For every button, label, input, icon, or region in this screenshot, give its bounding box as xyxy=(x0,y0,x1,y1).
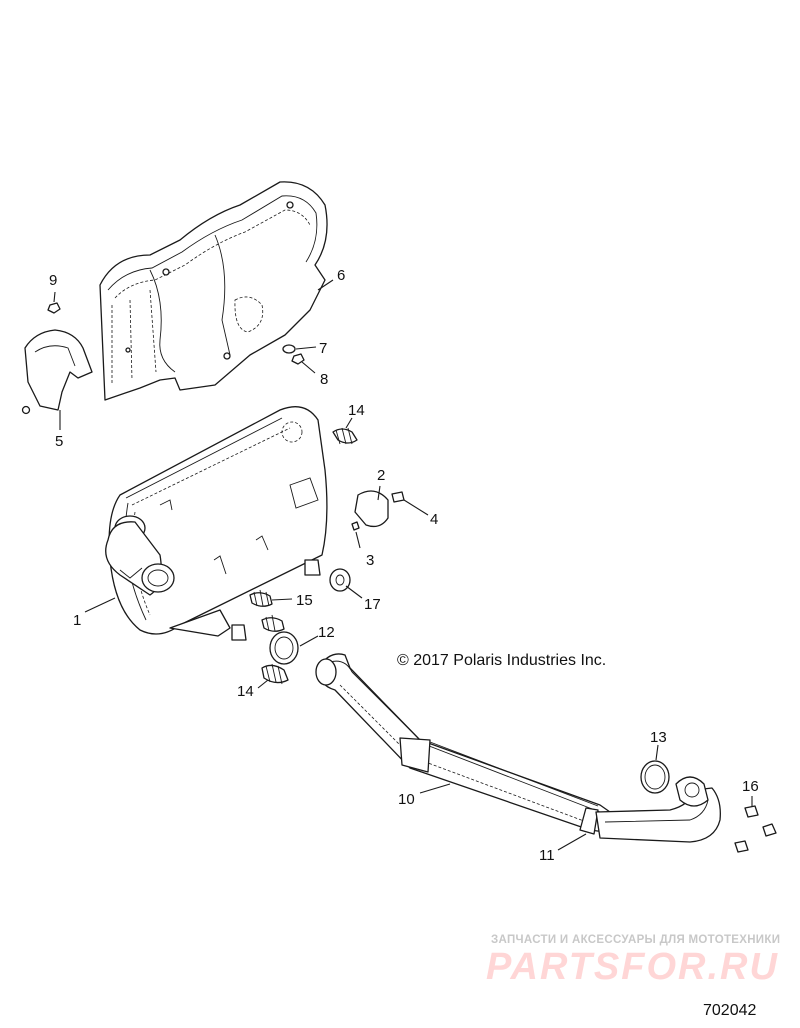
callout-11: 11 xyxy=(539,847,555,864)
end-cap-part-2 xyxy=(354,490,389,528)
head-pipe-part-10 xyxy=(315,653,611,833)
watermark-tagline: ЗАПЧАСТИ И АКСЕССУАРЫ ДЛЯ МОТОТЕХНИКИ xyxy=(491,934,781,946)
callout-15: 15 xyxy=(296,592,313,609)
nut-part-9 xyxy=(47,302,61,314)
gasket-part-12 xyxy=(269,631,299,665)
callout-3: 3 xyxy=(366,552,374,569)
callout-14-lower: 14 xyxy=(237,683,254,700)
callout-16: 16 xyxy=(742,778,759,795)
callout-5: 5 xyxy=(55,433,63,450)
callout-8: 8 xyxy=(320,371,328,388)
callout-7: 7 xyxy=(319,340,327,357)
watermark-logo: PARTSFOR.RU xyxy=(486,946,779,988)
callout-9: 9 xyxy=(49,272,57,289)
leader-lines xyxy=(53,279,753,851)
heat-shield-part-6 xyxy=(99,181,328,401)
spring-part-14-lower xyxy=(261,663,289,685)
gasket-part-13 xyxy=(640,760,670,794)
washer-part-7 xyxy=(282,344,296,354)
bolts-part-16 xyxy=(734,805,777,853)
clamp-part-11 xyxy=(579,807,599,835)
drawing-number: 702042 xyxy=(703,1002,757,1019)
nut-part-8 xyxy=(291,353,305,365)
callout-17: 17 xyxy=(364,596,381,613)
callout-1: 1 xyxy=(73,612,81,629)
callout-4: 4 xyxy=(430,511,438,528)
bolt-part-4 xyxy=(391,491,405,503)
end-shield-part-5 xyxy=(21,329,93,415)
callout-10: 10 xyxy=(398,791,415,808)
callout-13: 13 xyxy=(650,729,667,746)
callout-2: 2 xyxy=(377,467,385,484)
callout-14-upper: 14 xyxy=(348,402,365,419)
spring-part-15 xyxy=(249,589,285,632)
callout-12: 12 xyxy=(318,624,335,641)
pin-part-3 xyxy=(351,521,360,531)
callout-6: 6 xyxy=(337,267,345,284)
grommet-part-17 xyxy=(329,568,351,592)
spring-part-14-upper xyxy=(332,427,358,445)
copyright-notice: © 2017 Polaris Industries Inc. xyxy=(397,652,607,669)
elbow-pipe xyxy=(595,776,721,843)
muffler-part-1 xyxy=(105,406,328,641)
